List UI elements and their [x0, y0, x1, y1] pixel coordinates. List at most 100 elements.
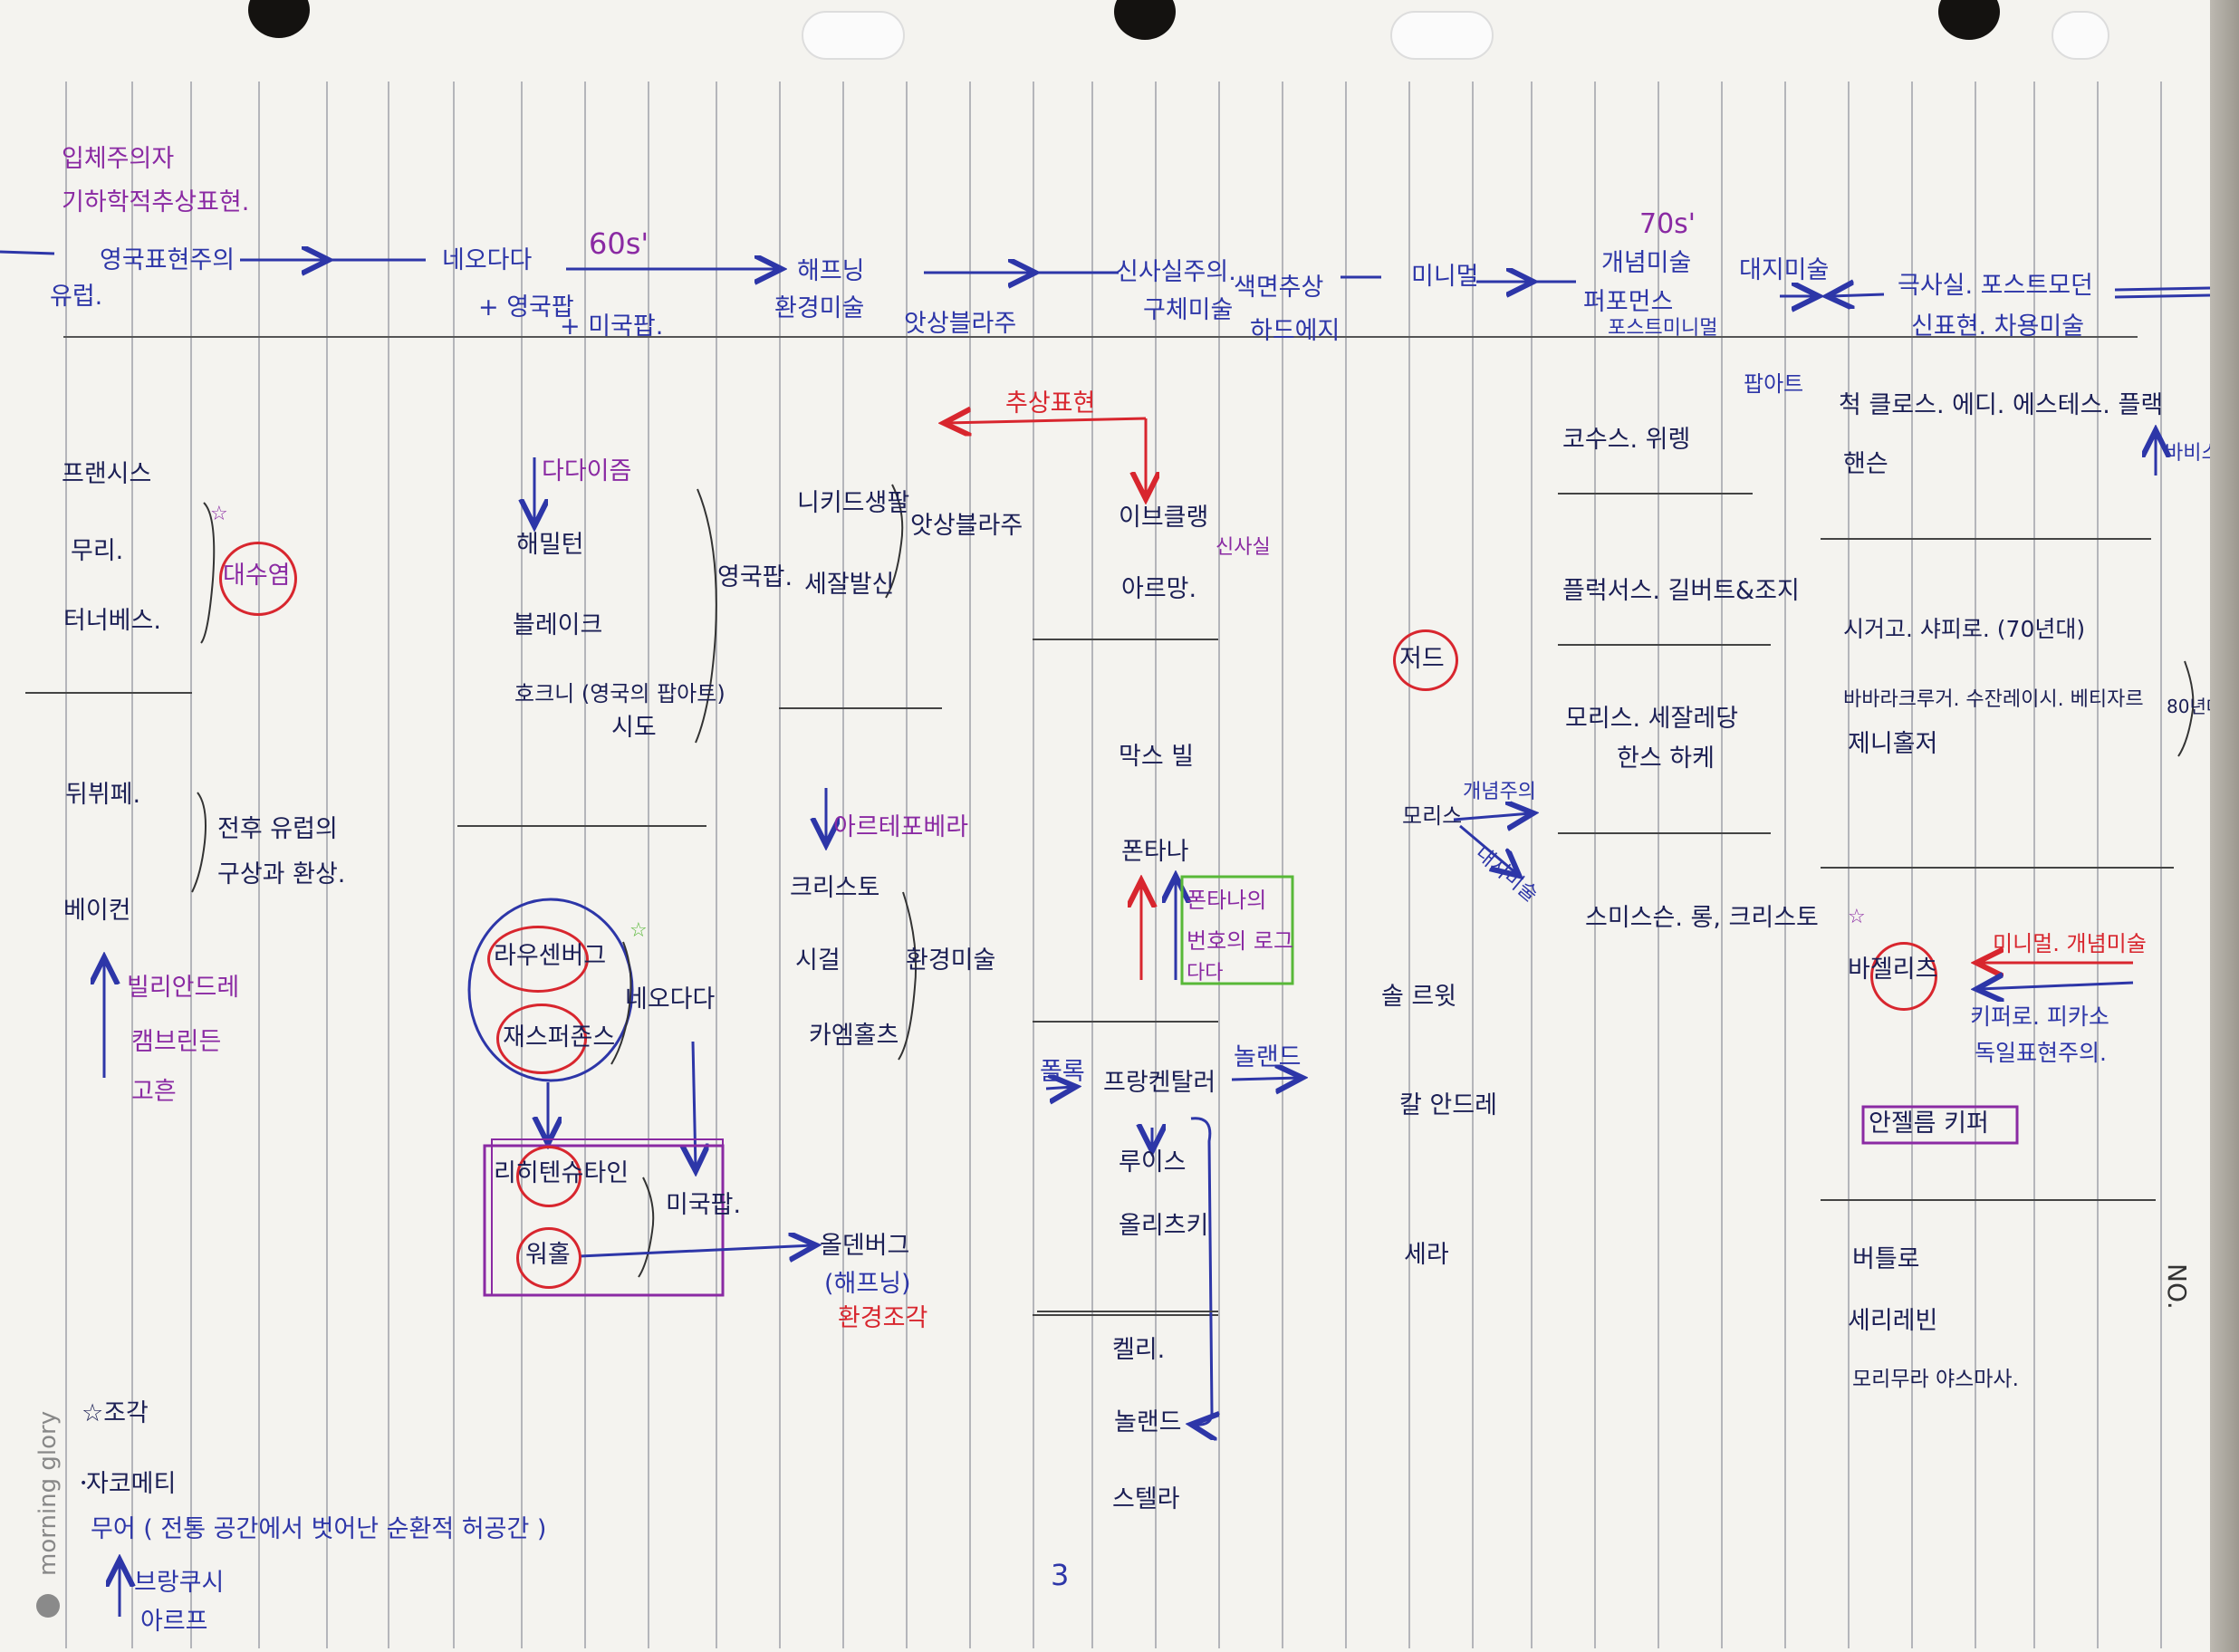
ruled-line [1594, 82, 1596, 1648]
note-text: 버틀로 [1852, 1245, 1920, 1273]
note-text: 안젤름 키퍼 [1869, 1109, 1989, 1138]
ruled-line [131, 82, 133, 1648]
highlight-circle [487, 926, 589, 993]
ruled-line [969, 82, 971, 1648]
note-text: 핸슨 [1843, 450, 1888, 478]
note-text: 크리스토 [790, 874, 880, 902]
note-text: 블레이크 [513, 611, 603, 639]
brand-text: morning glory [34, 1410, 62, 1576]
note-text: + 미국팝. [560, 312, 664, 341]
note-text: 플럭서스. 길버트&조지 [1562, 577, 1800, 605]
highlight-circle [1870, 942, 1937, 1011]
ruled-line [716, 82, 717, 1648]
ruled-line [1975, 82, 1976, 1648]
note-text: 독일표현주의. [1975, 1040, 2107, 1066]
note-text: 앗상블라주 [910, 512, 1023, 540]
note-text: 시거고. 샤피로. (70년대) [1843, 616, 2086, 642]
note-text: 올덴버그 [820, 1232, 910, 1260]
note-text: 미국팝. [666, 1191, 742, 1219]
note-text: 유럽. [50, 283, 103, 311]
note-text: 니키드생팔 [797, 489, 910, 517]
note-text: 폰타나 [1121, 838, 1189, 866]
highlight-circle [516, 1146, 581, 1207]
star-icon: ☆ [629, 919, 648, 942]
ruled-line [388, 82, 389, 1648]
note-text: 아르망. [1121, 575, 1197, 603]
ruled-line [2160, 82, 2162, 1648]
ruled-line [1784, 82, 1786, 1648]
note-text: 다다이즘 [542, 457, 632, 485]
note-text: 네오다다 [625, 985, 716, 1013]
ruled-line [584, 82, 586, 1648]
ruled-line [2033, 82, 2035, 1648]
note-text: 폴록 [1040, 1058, 1085, 1086]
note-text: 팝아트 [1744, 371, 1804, 397]
note-text: 폰타나의 [1187, 888, 1267, 913]
note-text: 개념미술 [1601, 249, 1692, 277]
punch-hole-outline [1390, 11, 1494, 60]
note-text: 신표현. 차용미술 [1911, 312, 2085, 341]
note-text: 해밀턴 [516, 531, 584, 559]
ruled-line [1345, 82, 1347, 1648]
note-text: 베이컨 [63, 897, 131, 925]
note-text: 이브클랭 [1119, 504, 1209, 532]
note-text: 영국표현주의 [100, 246, 235, 274]
note-text: 뒤뷔페. [65, 781, 141, 809]
note-text: 코수스. 위렝 [1562, 426, 1691, 454]
punch-hole-outline [802, 11, 905, 60]
ruled-line [258, 82, 260, 1648]
ruled-line [1848, 82, 1850, 1648]
note-text: 영국팝. [717, 563, 793, 591]
note-text: 켈리. [1112, 1336, 1166, 1364]
note-text: 세잘발신 [804, 571, 895, 599]
highlight-circle [516, 1227, 581, 1289]
note-text: 프랜시스 [62, 460, 152, 488]
note-text: 해프닝 [797, 257, 865, 285]
note-text: 앗상블라주 [904, 310, 1017, 338]
note-text: 바바라크루거. 수잔레이시. 베티자르 [1843, 688, 2144, 711]
note-text: 모리무라 야스마사. [1852, 1368, 2019, 1391]
highlight-circle [496, 1004, 587, 1074]
ruled-line [1155, 82, 1157, 1648]
note-text: + 영국팝 [478, 293, 574, 322]
note-text: 다다 [1187, 962, 1224, 984]
punch-hole-outline [2052, 11, 2109, 60]
note-text: 제니홀저 [1848, 730, 1938, 758]
note-text: 극사실. 포스트모던 [1898, 272, 2093, 300]
ruled-line [453, 82, 455, 1648]
note-text: 라우센버그 [494, 942, 607, 970]
note-text: 루이스 [1119, 1148, 1187, 1177]
note-text: 리히텐슈타인 [494, 1159, 629, 1187]
note-text: 터너베스. [63, 607, 161, 635]
page-number: 3 [1051, 1558, 1070, 1592]
note-text: 전후 유럽의 [217, 815, 338, 843]
note-text: ☆조각 [82, 1399, 149, 1427]
note-text: 대지미술 [1739, 256, 1830, 284]
ruled-line [1721, 82, 1723, 1648]
note-text: 미니멀. 개념미술 [1993, 931, 2147, 956]
note-text: 대수염 [223, 562, 291, 590]
ruled-line [1282, 82, 1283, 1648]
note-text: 칼 안드레 [1399, 1091, 1497, 1119]
note-text: 캠브린든 [131, 1028, 222, 1056]
note-text: 저드 [1399, 645, 1445, 673]
note-text: 환경조각 [838, 1304, 928, 1332]
note-text: 세라 [1404, 1241, 1449, 1269]
note-text: 자코메티 [86, 1470, 177, 1498]
note-text: 하드에지 [1250, 317, 1341, 345]
note-text: 올리츠키 [1119, 1212, 1209, 1240]
note-text: 키퍼로. 피카소 [1970, 1004, 2109, 1030]
note-text: 네오다다 [442, 246, 533, 274]
ruled-line [521, 82, 523, 1648]
no-label: NO. [2162, 1263, 2192, 1310]
ruled-line [190, 82, 192, 1648]
note-text: 모리스. 세잘레당 [1565, 705, 1739, 733]
ruled-line [1218, 82, 1220, 1648]
note-text: 신사실 [1216, 536, 1271, 559]
note-text: 기하학적추상표현. [62, 188, 250, 216]
star-icon: ☆ [210, 503, 228, 525]
ruled-line [906, 82, 908, 1648]
note-text: 시걸 [795, 946, 841, 975]
ruled-line [1531, 82, 1533, 1648]
